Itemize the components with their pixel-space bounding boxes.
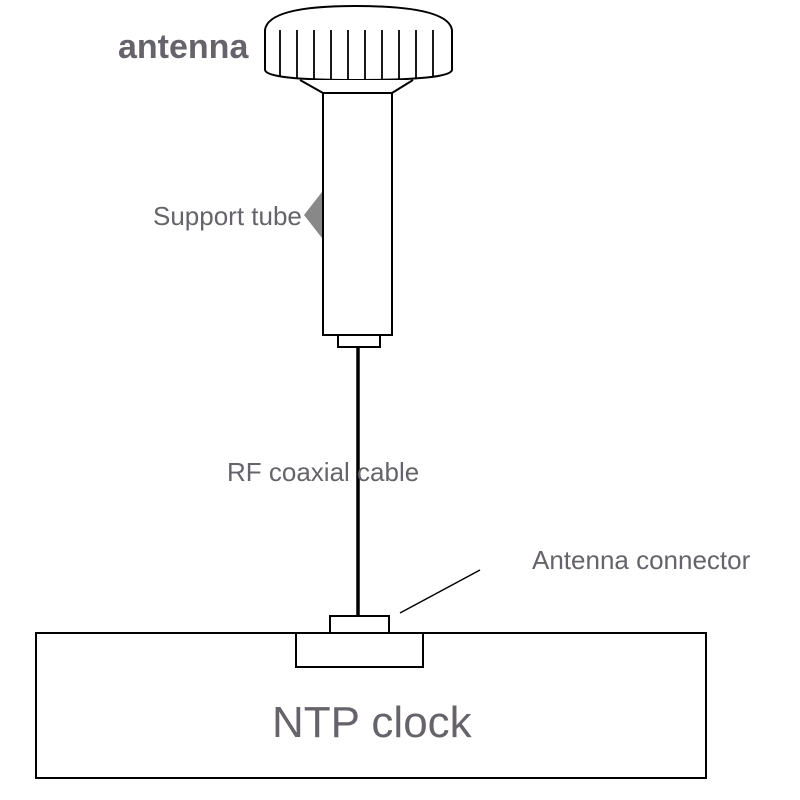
antenna-neck — [299, 79, 414, 94]
tube-bottom-cap — [337, 334, 381, 348]
support-tube — [322, 92, 393, 336]
antenna-cap-ribs — [279, 30, 434, 80]
antenna-head — [264, 4, 453, 94]
label-ntp-clock: NTP clock — [272, 698, 473, 747]
label-antenna: antenna — [118, 28, 249, 66]
label-rf-coaxial-cable: RF coaxial cable — [227, 457, 419, 487]
support-tube-pointer — [304, 192, 322, 238]
label-antenna-connector: Antenna connector — [532, 545, 751, 575]
clock-port-socket — [295, 632, 424, 668]
connector-pointer-line — [399, 569, 481, 614]
antenna-cap-outline — [264, 4, 453, 82]
label-support-tube: Support tube — [153, 201, 302, 231]
antenna-connector — [329, 615, 390, 634]
